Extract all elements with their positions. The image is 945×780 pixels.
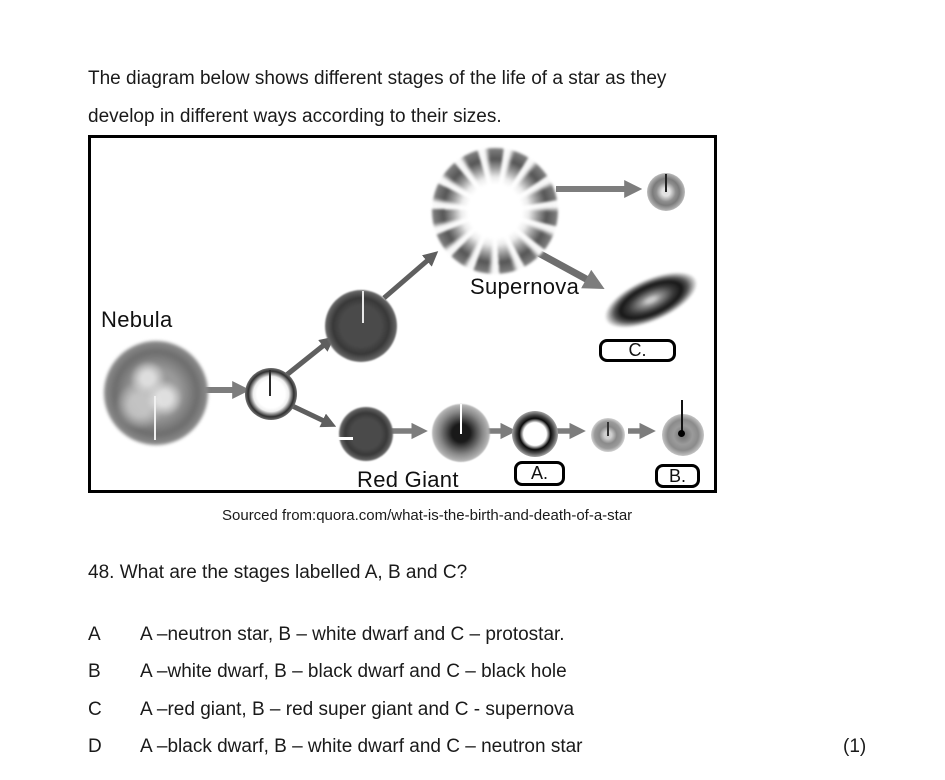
option-letter-c: C [88,699,102,720]
label-box-c: C. [599,339,676,362]
nebula-tick-mark [154,396,156,440]
nebula-label: Nebula [101,307,173,332]
arrow-supernova-to-black-hole [531,246,605,290]
source-caption: Sourced from:quora.com/what-is-the-birth… [222,507,633,524]
option-text-c: A –red giant, B – red super giant and C … [140,699,575,720]
white-dwarf-ring [512,411,558,457]
option-row-b: B A –white dwarf, B – black dwarf and C –… [88,661,567,683]
option-text-b: A –white dwarf, B – black dwarf and C – … [140,661,567,682]
fading-dwarf-tick-mark [607,422,609,436]
label-box-b: B. [655,464,700,488]
arrow-protostar-to-red-super-giant [282,336,335,379]
marks-value: (1) [843,736,867,757]
option-row-c: C A –red giant, B – red super giant and C… [88,699,574,721]
red-super-giant-circle [325,290,397,362]
option-row-a: A A –neutron star, B – white dwarf and C … [88,624,565,646]
neutron-star-tick-mark [665,174,667,192]
intro-paragraph: The diagram below shows different stages… [88,60,666,136]
supernova-label: Supernova [470,274,580,299]
planetary-nebula-tick-mark [460,404,462,434]
option-letter-b: B [88,661,101,682]
arrow-red-super-giant-to-supernova [382,251,439,300]
option-text-a: A –neutron star, B – white dwarf and C –… [140,624,565,645]
option-text-d: A –black dwarf, B – white dwarf and C – … [140,736,583,757]
diagram-canvas: Nebula Supernova Red Giant A. B. C. [91,138,714,492]
red-giant-circle [339,407,393,461]
option-letter-d: D [88,736,102,757]
red-giant-dash-mark [331,437,353,440]
option-row-d: D A –black dwarf, B – white dwarf and C –… [88,736,583,758]
supernova-starburst [432,148,558,274]
intro-line-1: The diagram below shows different stages… [88,68,667,89]
intro-line-2: develop in different ways according to t… [88,106,502,127]
protostar-circle [245,368,297,420]
star-lifecycle-diagram: Nebula Supernova Red Giant A. B. C. [88,135,717,493]
question-text: 48. What are the stages labelled A, B an… [88,562,468,583]
red-giant-label: Red Giant [357,467,459,492]
nebula-blob [104,341,208,445]
black-dwarf-core-dot [678,430,685,437]
red-super-giant-tick-mark [362,291,364,323]
protostar-tick-mark [269,370,271,396]
option-letter-a: A [88,624,101,645]
label-box-a: A. [514,461,565,486]
black-dwarf-tick-mark [681,400,683,434]
